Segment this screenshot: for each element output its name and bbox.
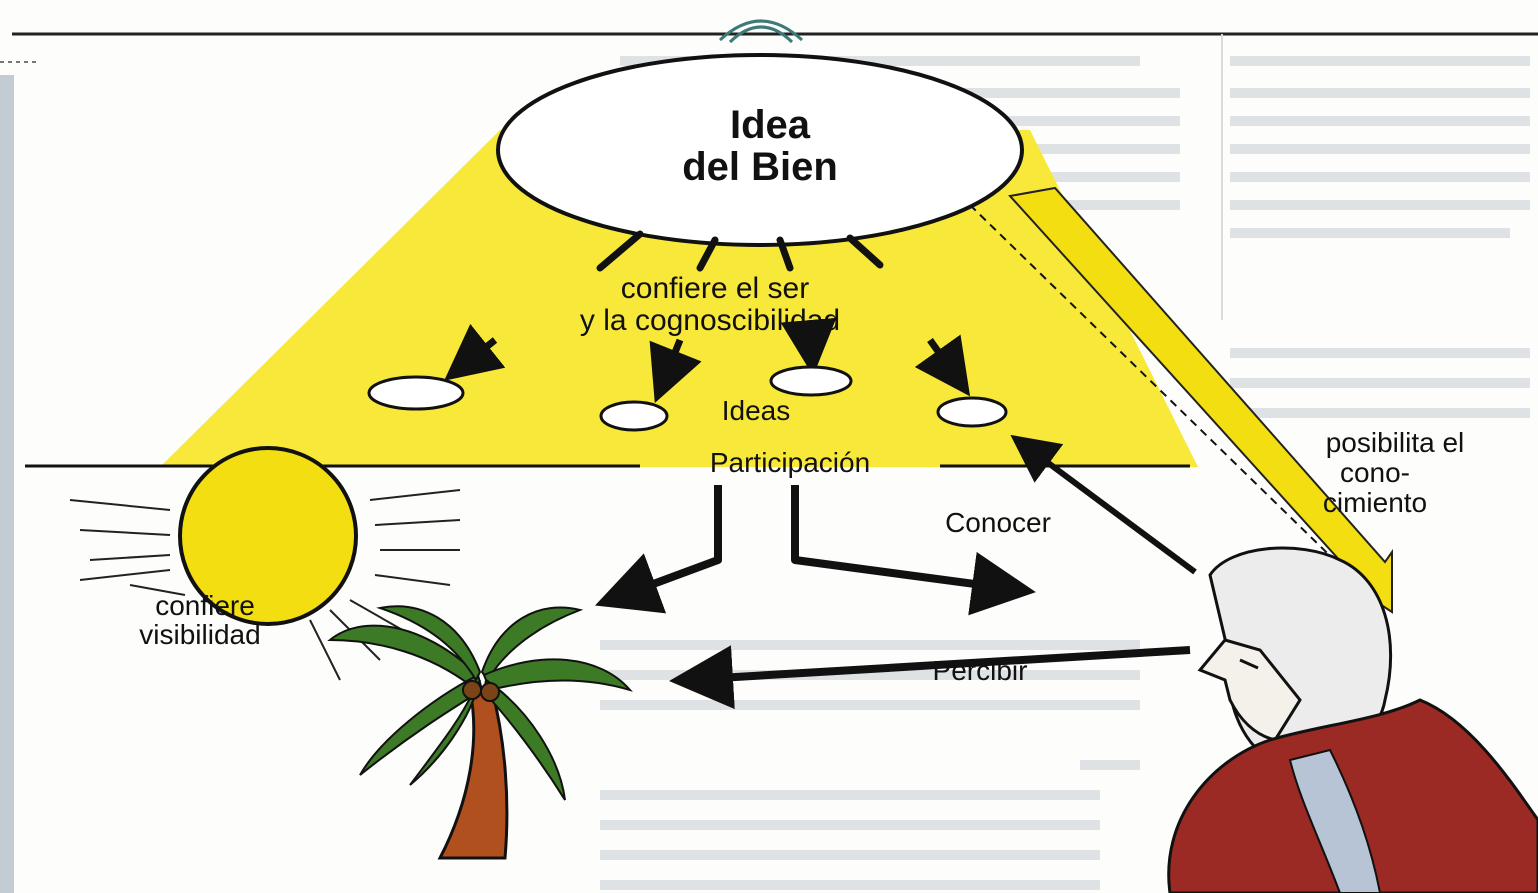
philosopher-icon: [1167, 546, 1538, 893]
sun-icon: [69, 446, 461, 681]
top-arc-ornament: [718, 19, 804, 42]
enables-line3: cimiento: [1323, 487, 1427, 518]
radiating-strokes: [596, 230, 884, 272]
arrows-to-ideas: [444, 317, 971, 403]
idea-title-line1: Idea: [730, 103, 811, 147]
ideas-label: Ideas: [722, 395, 791, 426]
visibility-line1: confiere: [155, 590, 255, 621]
beam-dashed-line: [969, 204, 1361, 586]
know-label: Conocer: [945, 507, 1051, 538]
palm-tree-icon: [327, 605, 633, 860]
idea-del-bien-circle: [496, 53, 1024, 247]
know-arrow: [1010, 434, 1197, 575]
participation-label: Participación: [710, 447, 870, 478]
enables-line1: posibilita el: [1326, 427, 1465, 458]
idea-ellipse: [599, 400, 669, 432]
left-sidebar-strip: [0, 75, 14, 893]
idea-ellipse: [936, 396, 1008, 428]
enables-line2: cono-: [1340, 457, 1410, 488]
idea-ellipse: [367, 375, 465, 411]
perceive-arrow: [669, 645, 1191, 710]
confers-line2: y la cognoscibilidad: [580, 304, 840, 337]
participation-arrows: [594, 485, 1036, 616]
visibility-line2: visibilidad: [139, 619, 260, 650]
perceive-label: Percibir: [933, 655, 1028, 686]
idea-ellipse: [769, 365, 853, 397]
idea-title-line2: del Bien: [682, 145, 838, 189]
confers-line1: confiere el ser: [621, 272, 809, 305]
